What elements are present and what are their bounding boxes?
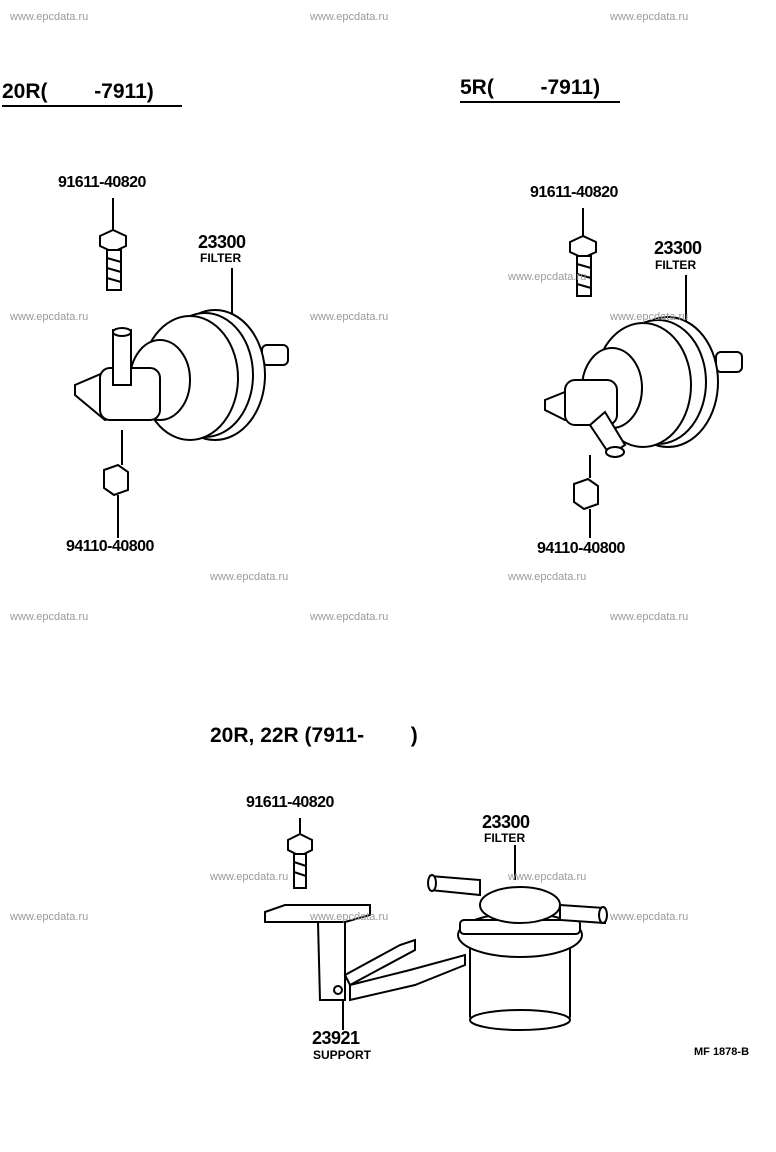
watermark: www.epcdata.ru (610, 311, 689, 323)
nut-part-number: 94110-40800 (66, 538, 154, 555)
watermark: www.epcdata.ru (310, 311, 389, 323)
watermark: www.epcdata.ru (10, 11, 89, 23)
watermark: www.epcdata.ru (310, 611, 389, 623)
filter-name: FILTER (200, 251, 242, 265)
bolt-part-number: 91611-40820 (246, 794, 334, 811)
watermark: www.epcdata.ru (10, 911, 89, 923)
support-part-number: 23921 (312, 1028, 360, 1048)
filter-icon (544, 275, 743, 478)
watermark: www.epcdata.ru (508, 871, 587, 883)
support-name: SUPPORT (313, 1048, 372, 1062)
support-bracket-icon (264, 904, 466, 1030)
bolt-part-number: 91611-40820 (530, 184, 618, 201)
filter-part-number: 23300 (198, 232, 246, 252)
nut-icon (103, 463, 129, 538)
filter-part-number: 23300 (654, 238, 702, 258)
bolt-icon (569, 208, 597, 297)
section-title: 20R, 22R (7911- ) (210, 724, 418, 747)
bolt-part-number: 91611-40820 (58, 174, 146, 191)
watermark: www.epcdata.ru (310, 11, 389, 23)
section-title: 20R( -7911) (2, 80, 182, 107)
watermark: www.epcdata.ru (508, 571, 587, 583)
watermark: www.epcdata.ru (10, 311, 89, 323)
section-title: 5R( -7911) (460, 76, 620, 103)
nut-part-number: 94110-40800 (537, 540, 625, 557)
watermark: www.epcdata.ru (610, 911, 689, 923)
filter-part-number: 23300 (482, 812, 530, 832)
watermark: www.epcdata.ru (610, 11, 689, 23)
watermark: www.epcdata.ru (10, 611, 89, 623)
bolt-icon (287, 818, 313, 889)
filter-name: FILTER (655, 258, 697, 272)
filter-icon (74, 268, 289, 465)
filter-icon (427, 845, 608, 1031)
watermark: www.epcdata.ru (210, 571, 289, 583)
watermark: www.epcdata.ru (610, 611, 689, 623)
watermark: www.epcdata.ru (210, 871, 289, 883)
drawing-code: MF 1878-B (694, 1046, 750, 1058)
filter-name: FILTER (484, 831, 526, 845)
nut-icon (573, 477, 599, 538)
watermark: www.epcdata.ru (508, 271, 587, 283)
watermark: www.epcdata.ru (310, 911, 389, 923)
bolt-icon (99, 198, 127, 291)
